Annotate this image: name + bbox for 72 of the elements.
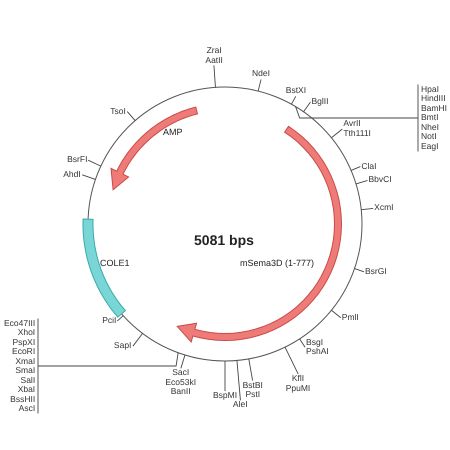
- leader-line: [82, 174, 96, 180]
- leader-line: [132, 332, 143, 347]
- site-label: NotI: [421, 132, 438, 142]
- leader-line: [350, 166, 361, 171]
- site-label: BsrFI: [67, 155, 88, 165]
- leader-line: [284, 346, 299, 375]
- site-label: PshAI: [306, 347, 329, 357]
- leader-line: [331, 128, 343, 138]
- site-label: PmlI: [342, 312, 359, 322]
- site-label: BamHI: [421, 104, 447, 113]
- leader-line: [360, 208, 374, 210]
- site-label: SapI: [114, 341, 132, 351]
- site-label: PciI: [102, 316, 116, 326]
- leader-line: [258, 78, 262, 92]
- site-label: SmaI: [14, 366, 36, 376]
- leader-line: [356, 180, 368, 184]
- site-label: BbvCI: [368, 175, 392, 185]
- site-label: KflI: [290, 374, 306, 384]
- feature-label: COLE1: [100, 258, 130, 268]
- leader-line: [38, 352, 179, 366]
- leader-line: [303, 102, 311, 112]
- site-label: Eco53kI: [165, 378, 196, 388]
- site-label: SalI: [20, 376, 36, 385]
- site-label: BstBI: [242, 380, 263, 390]
- leader-line: [331, 310, 342, 318]
- leader-line: [180, 354, 186, 369]
- leader-line: [295, 106, 418, 118]
- site-label: SacI: [171, 368, 190, 378]
- leader-line: [88, 160, 102, 167]
- size-label: 5081 bps: [194, 232, 254, 248]
- site-label: BsrGI: [364, 266, 387, 276]
- site-label: BssHII: [9, 394, 36, 404]
- site-label: ClaI: [361, 162, 376, 172]
- site-label: HpaI: [421, 84, 439, 94]
- site-label: EcoRI: [11, 347, 36, 356]
- site-label: AhdI: [63, 170, 81, 180]
- site-label: Eco47III: [4, 318, 36, 328]
- site-label: BstXI: [286, 86, 306, 96]
- leader-line: [290, 96, 296, 105]
- leader-line: [126, 111, 136, 122]
- site-label: BspMI: [213, 391, 238, 400]
- feature-label: AMP: [163, 127, 183, 137]
- site-label: EagI: [421, 142, 440, 151]
- leader-line: [224, 360, 226, 392]
- site-label: BsgI: [306, 338, 324, 348]
- site-label: Tth111I: [343, 128, 371, 138]
- site-label: ZraI: [206, 46, 223, 56]
- site-label: HindIII: [421, 94, 447, 104]
- site-label: NdeI: [252, 69, 270, 79]
- leader-line: [299, 338, 306, 348]
- site-label: PpuMI: [286, 384, 310, 394]
- site-label: BglII: [311, 96, 328, 106]
- site-label: AscI: [18, 404, 36, 414]
- site-label: PspXI: [12, 338, 36, 347]
- site-label: BmtI: [421, 113, 440, 122]
- leader-line: [354, 268, 364, 272]
- site-label: AvrII: [343, 119, 362, 129]
- site-label: TsoI: [110, 106, 126, 116]
- site-label: AleI: [232, 400, 248, 410]
- site-label: NheI: [421, 122, 440, 132]
- leader-line: [116, 315, 124, 322]
- site-label: PstI: [244, 390, 262, 400]
- site-label: AatII: [205, 56, 223, 66]
- leader-line: [213, 64, 216, 88]
- site-label: BanII: [170, 387, 192, 397]
- site-label: XcmI: [374, 203, 394, 213]
- leader-line: [236, 360, 241, 401]
- site-label: XhoI: [16, 328, 36, 338]
- feature-label: mSema3D (1-777): [240, 258, 314, 268]
- site-label: XmaI: [14, 356, 36, 366]
- leader-line: [248, 358, 254, 382]
- site-label: XbaI: [16, 385, 36, 394]
